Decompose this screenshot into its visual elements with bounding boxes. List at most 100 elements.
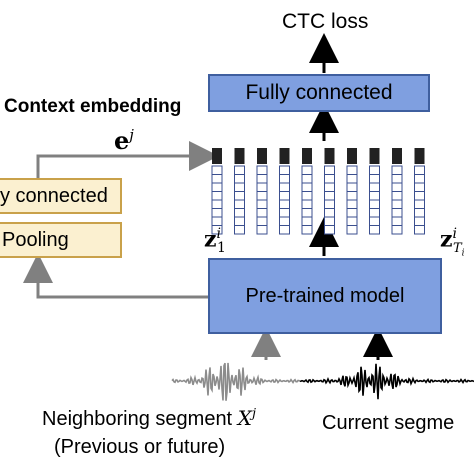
frame-cell [369,199,380,209]
fully-connected-label: Fully connected [245,81,393,104]
frame-cell [301,182,313,192]
z-first-label: zi1 [204,226,226,256]
z-first-sub: 1 [216,239,226,256]
frame-cell [414,208,425,218]
frame-cell [211,182,223,192]
frame-cell [279,225,290,235]
frame-vector [234,148,245,235]
frame-cell [391,165,403,175]
frame-cell [346,208,358,218]
frame-cell [346,182,358,192]
frame-cell [301,225,313,235]
z-first-sup: i [216,226,221,242]
frame-cell [324,191,335,201]
pretrained-model-label: Pre-trained model [245,284,405,307]
neighboring-var: X [237,406,252,430]
frame-head [392,148,402,164]
frame-cell [369,174,380,184]
frame-cell [279,208,290,218]
frame-cell [256,165,268,175]
frame-cell [256,225,268,235]
frame-cell [391,216,403,226]
frame-cell [279,165,290,175]
z-last-sub: Ti [452,240,465,259]
frame-cell [414,225,425,235]
frame-head [234,148,245,164]
frame-cell [346,216,358,226]
neighboring-segment-text: Neighboring segment [42,408,238,430]
frame-cell [346,174,358,184]
frame-cell [324,225,335,235]
frame-cell [391,199,403,209]
e-superscript: j [129,126,134,144]
z-last-sub-t: T [452,240,462,256]
frame-cell [256,191,268,201]
frame-cell [414,216,425,226]
frame-cell [369,182,380,192]
frame-cell [391,208,403,218]
frame-cell [369,165,380,175]
frame-cell [279,199,290,209]
context-vector-label: ej [114,126,134,155]
frame-vectors [211,148,425,235]
frame-cell [234,182,245,192]
frame-cell [414,174,425,184]
frame-head [324,148,335,164]
left-fully-connected-label: y connected [0,184,108,207]
frame-cell [414,182,425,192]
frame-vector [256,148,268,235]
frame-cell [391,225,403,235]
frame-vector [324,148,335,235]
current-segment-label: Current segme [322,412,455,434]
frame-cell [279,191,290,201]
pretrained-model-box: Pre-trained model [208,258,442,334]
context-embedding-arrow [36,141,219,178]
frame-cell [279,216,290,226]
frame-cell [369,216,380,226]
frame-head [302,148,312,164]
frame-cell [256,174,268,184]
model-to-pooling-arrow [23,253,208,299]
frame-cell [391,191,403,201]
frame-cell [369,208,380,218]
frame-vector [391,148,403,235]
current-waveform [299,363,474,400]
fully-connected-box: Fully connected [208,74,430,112]
frame-cell [211,165,223,175]
frame-cell [234,165,245,175]
frame-cell [414,165,425,175]
context-embedding-label: Context embedding [4,96,182,117]
z-last-symbol: z [440,226,453,253]
frame-cell [391,174,403,184]
frame-cell [256,216,268,226]
frame-cell [256,208,268,218]
frame-cell [346,191,358,201]
frame-head [279,148,290,164]
frame-vector [346,148,358,235]
frame-cell [211,225,223,235]
frame-cell [211,199,223,209]
frame-cell [279,182,290,192]
frame-cell [211,208,223,218]
frame-cell [324,208,335,218]
frame-cell [211,191,223,201]
previous-or-future-label: (Previous or future) [54,436,226,458]
frame-head [212,148,222,164]
frame-cell [211,216,223,226]
frame-cell [324,174,335,184]
frame-cell [234,199,245,209]
frame-vector [279,148,290,235]
frame-cell [414,191,425,201]
frame-cell [414,199,425,209]
frame-cell [324,182,335,192]
frame-cell [256,182,268,192]
frame-cell [369,225,380,235]
frame-cell [324,216,335,226]
frame-cell [346,225,358,235]
z-last-sub-i: i [461,248,465,259]
e-symbol: e [114,126,130,155]
frame-vector [301,148,313,235]
frame-cell [324,165,335,175]
neighboring-sup: j [251,406,256,422]
frame-vector [369,148,380,235]
